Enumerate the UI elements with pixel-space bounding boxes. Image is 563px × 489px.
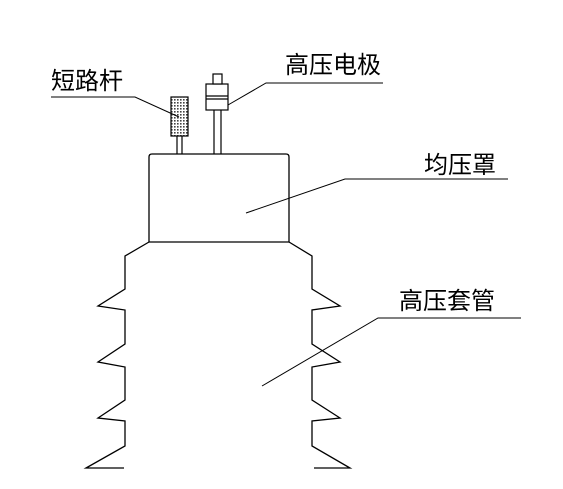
grading-shield-shape <box>148 153 290 243</box>
short-circuit-rod <box>170 96 189 154</box>
leader-lines <box>51 82 521 387</box>
label-short-circuit-rod: 短路杆 <box>51 67 123 95</box>
leader-hv-electrode <box>227 82 383 106</box>
bushing-right-profile <box>288 241 353 469</box>
hv-electrode <box>205 73 229 154</box>
leader-short-circuit-rod <box>51 96 180 118</box>
leader-hv-bushing <box>261 317 521 387</box>
hv-bushing <box>83 241 353 469</box>
label-grading-shield: 均压罩 <box>424 151 496 179</box>
label-hv-electrode: 高压电极 <box>285 51 381 79</box>
label-hv-bushing: 高压套管 <box>399 287 495 315</box>
leader-grading-shield <box>245 178 508 214</box>
bushing-left-profile <box>83 241 150 469</box>
